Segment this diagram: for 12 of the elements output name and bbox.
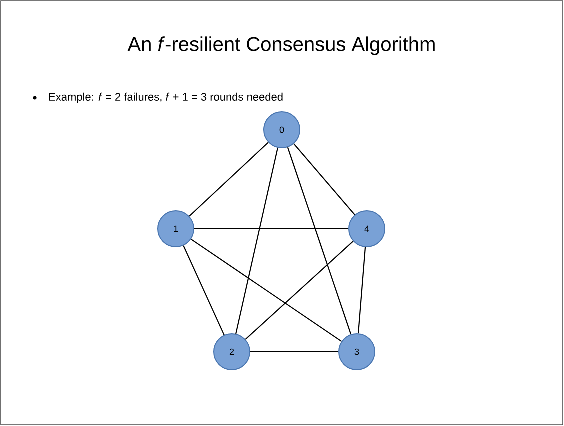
- edge-line: [189, 142, 269, 217]
- edge-line: [358, 247, 366, 334]
- edge-line: [183, 246, 225, 336]
- edge-line: [191, 238, 342, 342]
- edge-line: [250, 351, 338, 353]
- edge-line: [294, 144, 356, 216]
- edge-line: [236, 148, 278, 334]
- bullet-text: Example: f = 2 failures, f + 1 = 3 rounds needed: [49, 92, 283, 104]
- slide-title: An f-resilient Consensus Algorithm: [128, 36, 435, 56]
- edge-line: [287, 147, 352, 335]
- edge-line: [245, 241, 354, 340]
- edge-line: [194, 228, 348, 230]
